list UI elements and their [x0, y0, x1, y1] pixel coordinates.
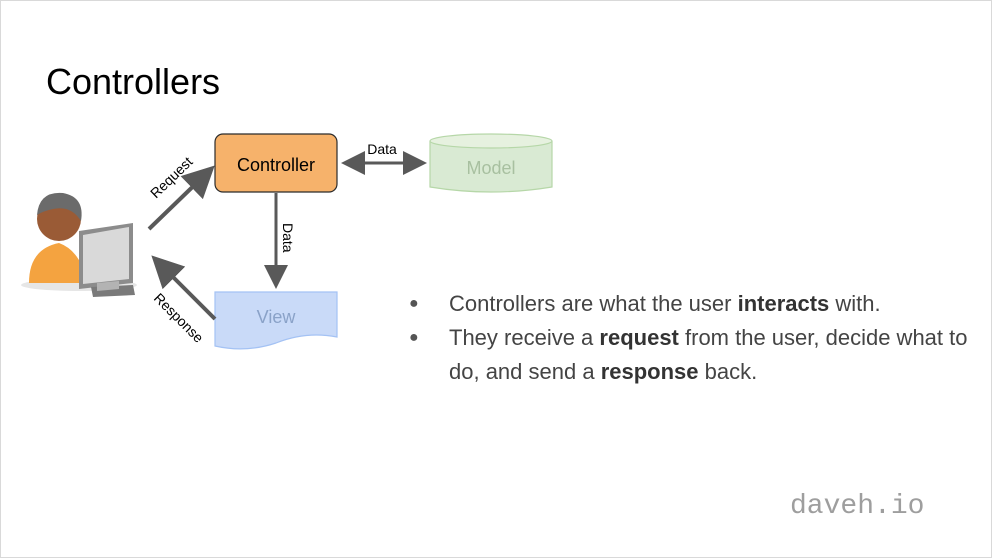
user-computer-icon	[21, 192, 137, 297]
bullet-text: from the user, decide what to do, and se…	[449, 325, 968, 384]
view-label: View	[257, 307, 297, 327]
controller-node: Controller	[214, 133, 338, 193]
watermark: daveh.io	[790, 491, 925, 522]
bullet-text: Controllers are what the user	[449, 291, 738, 316]
controller-label: Controller	[237, 155, 315, 175]
response-label: Response	[151, 290, 207, 346]
bullet-list: ● Controllers are what the user interact…	[409, 287, 969, 389]
model-node: Model	[429, 133, 553, 193]
view-node: View	[214, 291, 338, 350]
bullet-bold-text: response	[600, 359, 699, 384]
request-label: Request	[147, 153, 196, 201]
controller-model-data-label: Data	[367, 141, 397, 157]
response-arrow	[151, 255, 217, 321]
bullet-item: ● Controllers are what the user interact…	[409, 287, 969, 321]
bullet-item: ● They receive a request from the user, …	[409, 321, 969, 389]
slide-title: Controllers	[46, 61, 221, 102]
request-arrow	[147, 165, 215, 231]
bullet-text: back.	[698, 359, 758, 384]
bullet-bold-text: interacts	[737, 291, 830, 316]
bullet-dot-icon: ●	[409, 329, 419, 346]
controller-view-data-label: Data	[280, 223, 296, 253]
bullet-dot-icon: ●	[409, 295, 419, 312]
bullet-text: They receive a	[449, 325, 600, 350]
model-label: Model	[466, 158, 515, 178]
bullet-text: with.	[829, 291, 881, 316]
bullet-bold-text: request	[599, 325, 679, 350]
